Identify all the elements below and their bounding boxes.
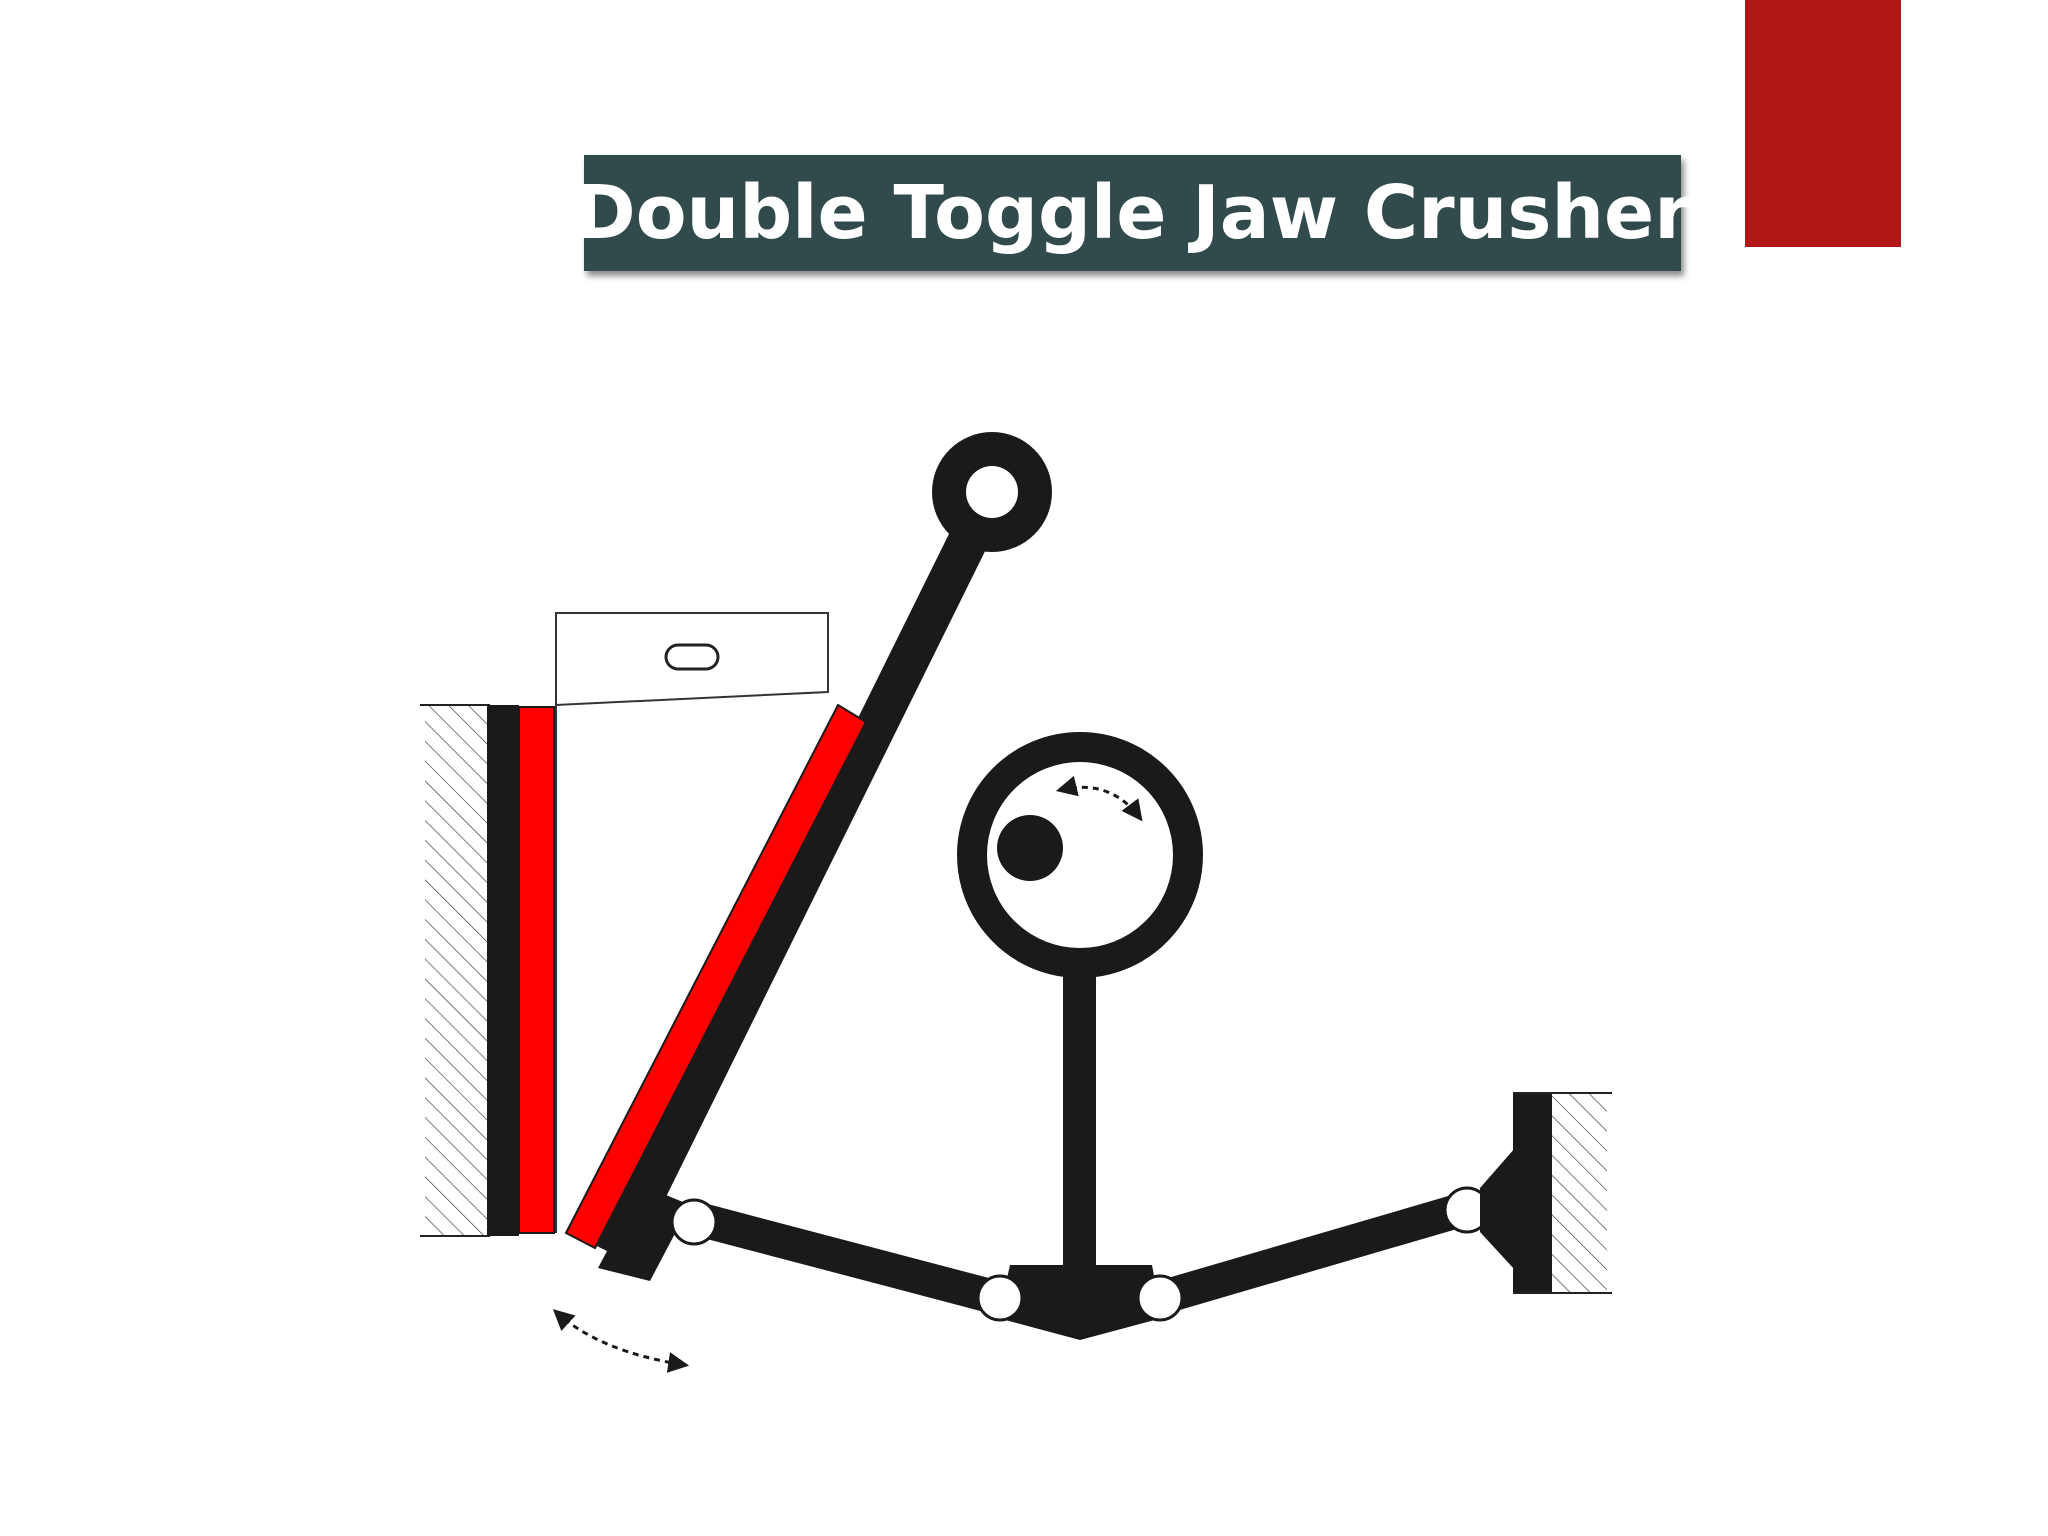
feed-hopper: [555, 612, 829, 1233]
page-title: Double Toggle Jaw Crusher: [574, 170, 1691, 256]
swing-motion-arrow: [552, 1309, 690, 1373]
eccentric-flywheel: [957, 732, 1203, 978]
rear-toggle: [1155, 1191, 1473, 1315]
toggle-linkage: [689, 955, 1473, 1340]
swing-jaw: [597, 432, 1052, 1281]
fixed-jaw-plate: [518, 706, 555, 1234]
upper-pivot-hole: [966, 466, 1018, 518]
title-banner: Double Toggle Jaw Crusher: [574, 155, 1691, 271]
fixed-jaw: [487, 705, 519, 1236]
fixed-frame: [420, 704, 490, 1237]
accent-bar: [1745, 0, 1901, 247]
pitman: [1063, 955, 1096, 1275]
front-toggle: [689, 1201, 1003, 1315]
rotation-arrow: [1055, 775, 1143, 822]
joint-rear-toggle: [1136, 1274, 1184, 1322]
hopper-slot: [664, 643, 720, 671]
eccentric-shaft: [997, 815, 1063, 881]
swing-jaw-plate: [564, 703, 868, 1250]
pitman-base: [998, 1265, 1162, 1340]
rear-support: [1480, 1092, 1612, 1294]
joint-swing-jaw: [670, 1198, 718, 1246]
joint-front-toggle: [976, 1274, 1024, 1322]
